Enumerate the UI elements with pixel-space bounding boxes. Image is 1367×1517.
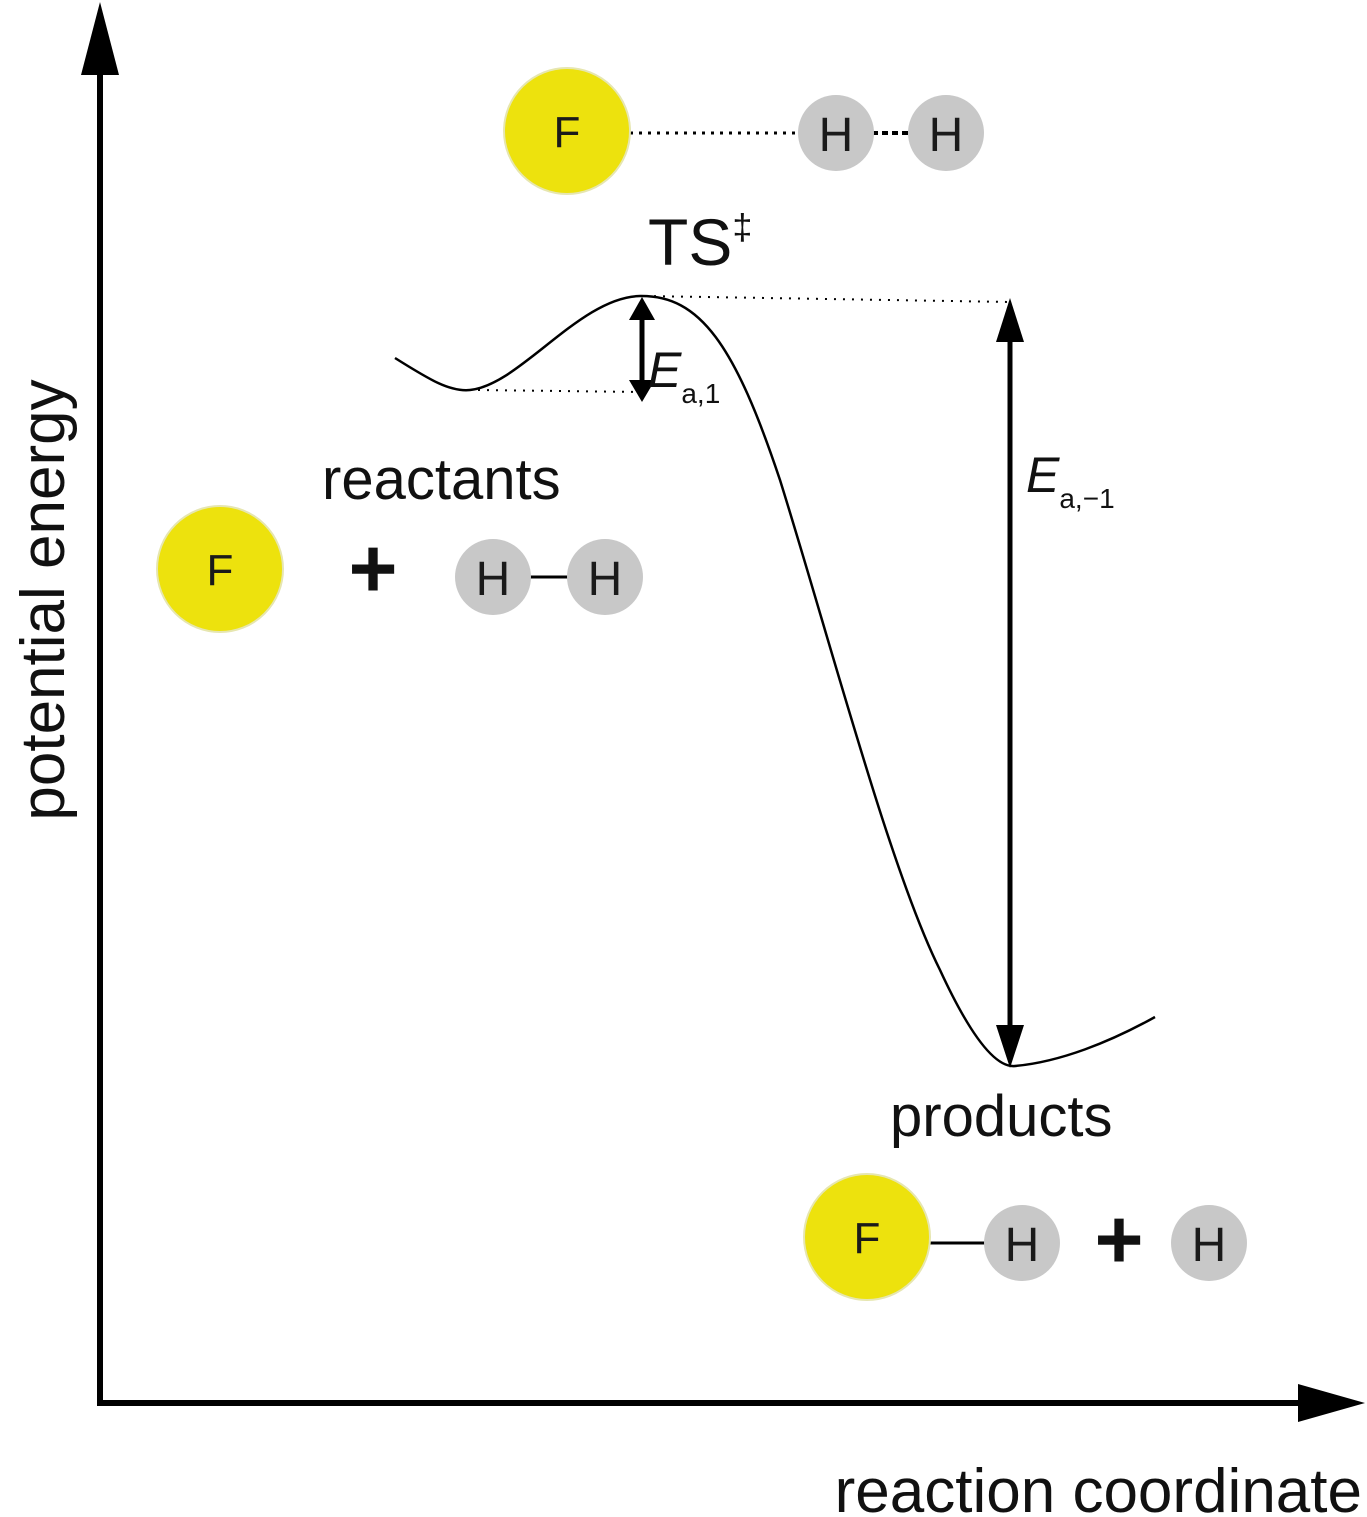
product-fluorine-symbol: F [854,1214,881,1263]
energy-curve [394,294,1156,1068]
axes [81,2,1365,1422]
reactant-hydrogen-atom-2 [567,539,643,615]
y-axis-arrowhead [81,2,119,75]
reactant-fluorine-atom [156,505,284,633]
ts-fluorine-atom [503,67,631,195]
ts-fluorine-symbol: F [554,108,581,157]
ea-reverse-symbol: E [1026,447,1060,503]
ea-reverse-label: Ea,−1 [1026,447,1115,514]
product-hydrogen-symbol-2: H [1192,1219,1227,1272]
ea-forward-symbol: E [648,342,682,398]
product-hydrogen-symbol-1: H [1005,1219,1040,1272]
ts-label: TS‡ [648,205,752,279]
product-fluorine-atom [803,1173,931,1301]
ea-forward-label: Ea,1 [648,342,720,409]
x-axis-arrowhead [1298,1384,1365,1422]
ts-hydrogen-symbol-1: H [819,109,854,162]
ts-hydrogen-atom-2 [908,95,984,171]
transition-state-molecule: F H H [503,67,984,195]
x-axis-label: reaction coordinate [835,1457,1362,1517]
ts-reference-line [644,295,1011,303]
ts-label-text: TS [648,205,732,279]
ea-forward-subscript: a,1 [681,378,720,409]
ea-reverse-arrow [996,298,1024,1068]
products-molecules: F H + H [803,1173,1247,1301]
product-hydrogen-atom-2 [1171,1205,1247,1281]
ea-reverse-subscript: a,−1 [1059,483,1114,514]
ea-forward-arrow [629,297,655,402]
reactant-plus-sign: + [348,521,397,615]
ts-double-dagger: ‡ [732,206,752,247]
reactants-molecules: F + H H [156,505,643,633]
product-hydrogen-atom-1 [984,1205,1060,1281]
reactant-hydrogen-symbol-2: H [588,553,623,606]
reactant-hydrogen-symbol-1: H [476,553,511,606]
products-label: products [890,1084,1112,1149]
ts-hydrogen-atom-1 [798,95,874,171]
ts-hydrogen-symbol-2: H [929,109,964,162]
product-plus-sign: + [1094,1192,1143,1286]
reactant-hydrogen-atom-1 [455,539,531,615]
y-axis-label: potential energy [9,379,78,820]
reactant-reference-line [477,389,641,393]
reactants-label: reactants [322,447,561,512]
reactant-fluorine-symbol: F [207,546,234,595]
